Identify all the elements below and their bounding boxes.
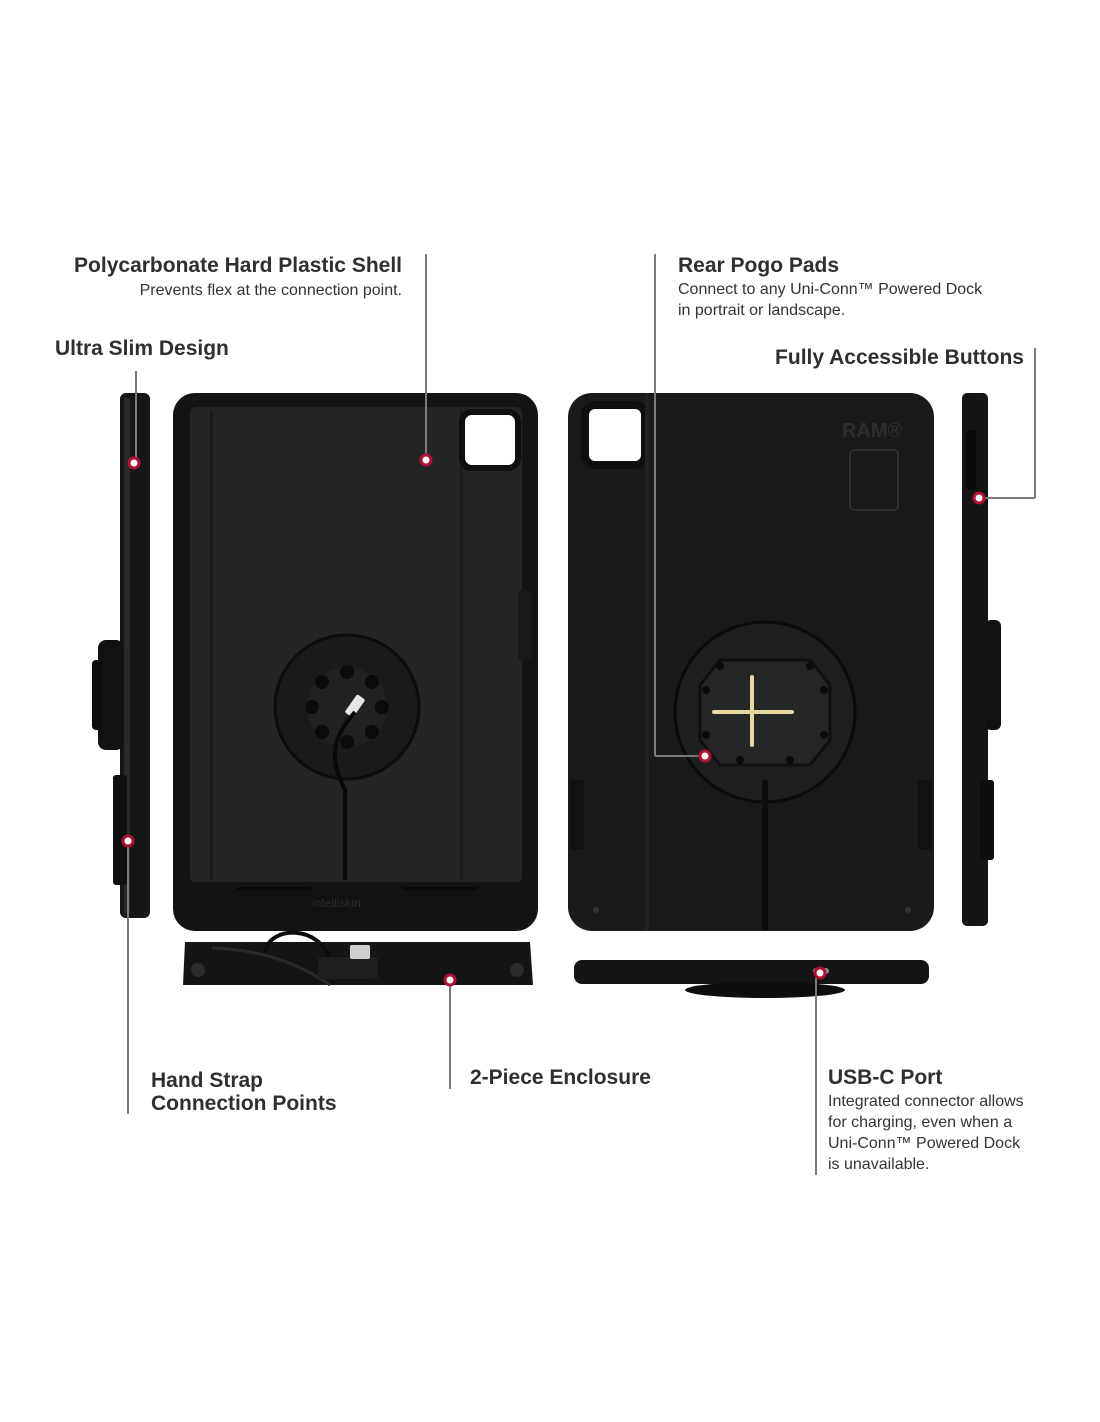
strap-title-line-2: Connection Points [151, 1092, 337, 1115]
usbc-title: USB-C Port [828, 1066, 943, 1089]
shell-description: Prevents flex at the connection point. [139, 282, 402, 299]
leader-lines [127, 254, 1036, 1175]
usbc-description-line-2: for charging, even when a [828, 1114, 1013, 1131]
bottom-edge-view [574, 960, 929, 998]
left-side-profile [92, 393, 150, 918]
pogo-description-line-1: Connect to any Uni-Conn™ Powered Dock [678, 281, 983, 298]
bottom-enclosure-piece [183, 930, 533, 987]
pogo-title: Rear Pogo Pads [678, 254, 840, 277]
inner-shell-front [173, 393, 538, 931]
shell-title: Polycarbonate Hard Plastic Shell [74, 254, 402, 277]
markers [121, 453, 986, 987]
usbc-description-line-4: is unavailable. [828, 1156, 930, 1173]
inner-imprint: intelliskin [312, 896, 361, 910]
slim-title: Ultra Slim Design [55, 337, 229, 360]
usbc-description-line-3: Uni-Conn™ Powered Dock [828, 1135, 1021, 1152]
brand-logo: RAM® [842, 420, 903, 442]
rear-case [568, 393, 934, 931]
buttons-title: Fully Accessible Buttons [775, 346, 1024, 369]
right-side-profile [962, 393, 1001, 926]
usbc-description-line-1: Integrated connector allows [828, 1093, 1024, 1110]
strap-title-line-1: Hand Strap [151, 1069, 264, 1092]
pogo-description-line-2: in portrait or landscape. [678, 302, 846, 319]
enclosure-title: 2-Piece Enclosure [470, 1066, 651, 1089]
